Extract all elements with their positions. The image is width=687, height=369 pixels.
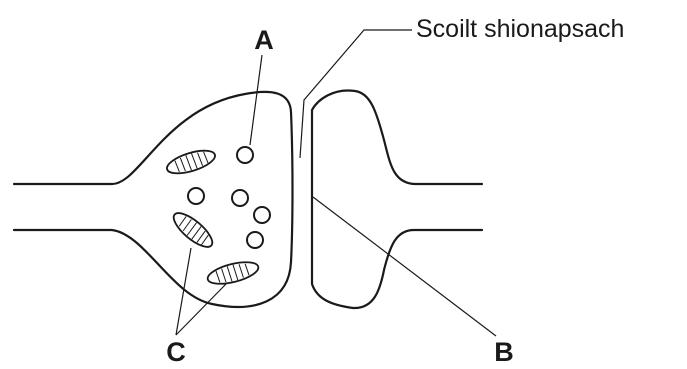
label-b: B — [494, 337, 514, 367]
leader-line-b — [313, 197, 496, 336]
vesicle — [188, 188, 204, 204]
label-a: A — [254, 25, 274, 55]
mitochondrion — [169, 208, 217, 253]
label-synaptic-cleft: Scoilt shionapsach — [416, 15, 624, 43]
vesicle — [232, 190, 248, 206]
vesicle — [254, 207, 270, 223]
leader-line-a — [250, 55, 262, 145]
mitochondrion — [206, 258, 261, 288]
label-c: C — [166, 337, 186, 367]
mitochondrion — [164, 146, 217, 178]
postsynaptic-membrane-outline — [312, 90, 482, 308]
leader-line-synaptic-cleft — [300, 30, 412, 158]
vesicle — [247, 232, 263, 248]
vesicle — [237, 147, 253, 163]
